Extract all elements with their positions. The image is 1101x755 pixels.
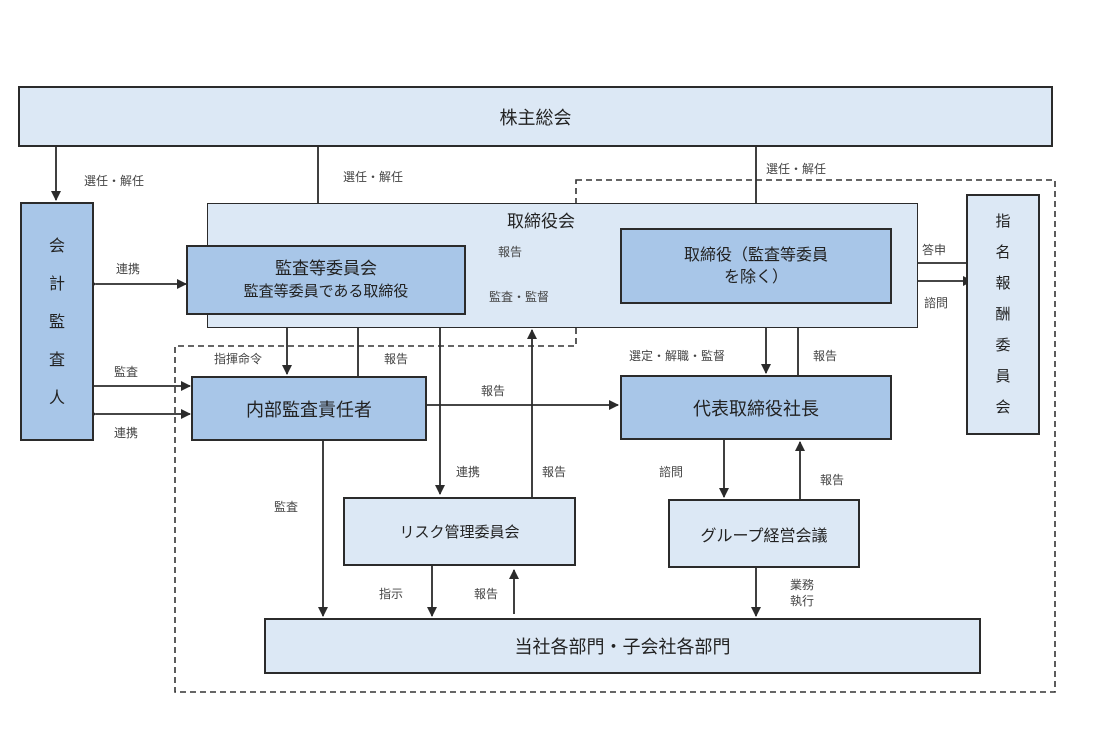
directors-box: 取締役（監査等委員 を除く） — [620, 228, 892, 304]
nomination-char: 酬 — [995, 305, 1011, 323]
label-audit-supervise: 監査・監督 — [489, 290, 550, 304]
group-meeting-box: グループ経営会議 — [668, 499, 860, 568]
label-report-directors-ac: 報告 — [498, 245, 523, 259]
nomination-char: 指 — [995, 212, 1011, 230]
label-instruct-dept: 指示 — [379, 587, 404, 601]
label-report-risk-ac: 報告 — [542, 465, 567, 479]
label-business-line1: 業務 — [790, 578, 815, 592]
risk-committee-box: リスク管理委員会 — [343, 497, 576, 566]
nomination-char: 員 — [995, 367, 1011, 385]
president-box: 代表取締役社長 — [620, 375, 892, 440]
label-audit-dept: 監査 — [274, 500, 299, 514]
departments-box: 当社各部門・子会社各部門 — [264, 618, 981, 674]
label-report-ia-pres: 報告 — [481, 384, 506, 398]
label-consult-gm: 諮問 — [659, 465, 684, 479]
auditor-char: 監 — [48, 311, 65, 331]
auditor-char: 計 — [48, 273, 65, 293]
directors-line1: 取締役（監査等委員 — [683, 245, 828, 264]
nomination-char: 会 — [995, 398, 1011, 416]
board-group-title: 取締役会 — [507, 212, 575, 232]
audit-committee-subtitle: 監査等委員である取締役 — [243, 282, 409, 300]
executive-group-boundary — [174, 179, 1056, 693]
nomination-char: 報 — [995, 274, 1011, 292]
audit-committee-box: 監査等委員会 監査等委員である取締役 — [186, 245, 466, 315]
label-coop-auditor-ac: 連携 — [116, 262, 141, 276]
label-elect-ac: 選任・解任 — [343, 170, 404, 184]
auditor-char: 査 — [48, 349, 65, 369]
label-elect-auditor: 選任・解任 — [84, 174, 145, 188]
label-coop-risk: 連携 — [456, 465, 481, 479]
shareholders-box: 株主総会 — [18, 86, 1053, 147]
label-elect-directors: 選任・解任 — [766, 162, 827, 176]
auditor-box: 会計監査人 — [20, 202, 94, 441]
label-instruct-command: 指揮命令 — [214, 352, 263, 366]
label-consult-nom: 諮問 — [924, 296, 949, 310]
auditor-char: 会 — [48, 235, 65, 255]
label-answer: 答申 — [922, 243, 947, 257]
audit-committee-title: 監査等委員会 — [274, 259, 377, 279]
label-select-dismiss: 選定・解職・監督 — [629, 349, 726, 363]
label-report-gm-pres: 報告 — [820, 473, 845, 487]
nomination-char: 名 — [995, 243, 1011, 261]
label-business-exec: 業務 執行 — [790, 577, 814, 609]
nomination-committee-box: 指名報酬委員会 — [966, 194, 1040, 435]
label-report-pres-directors: 報告 — [813, 349, 838, 363]
label-report-dept-risk: 報告 — [474, 587, 499, 601]
auditor-char: 人 — [48, 387, 65, 407]
directors-line2: を除く） — [723, 267, 788, 286]
label-business-line2: 執行 — [790, 594, 815, 608]
label-report-ia-ac: 報告 — [384, 352, 409, 366]
label-audit-auditor-ia: 監査 — [114, 365, 139, 379]
label-coop-auditor-ia: 連携 — [114, 426, 139, 440]
nomination-char: 委 — [995, 336, 1011, 354]
internal-audit-box: 内部監査責任者 — [191, 376, 427, 441]
